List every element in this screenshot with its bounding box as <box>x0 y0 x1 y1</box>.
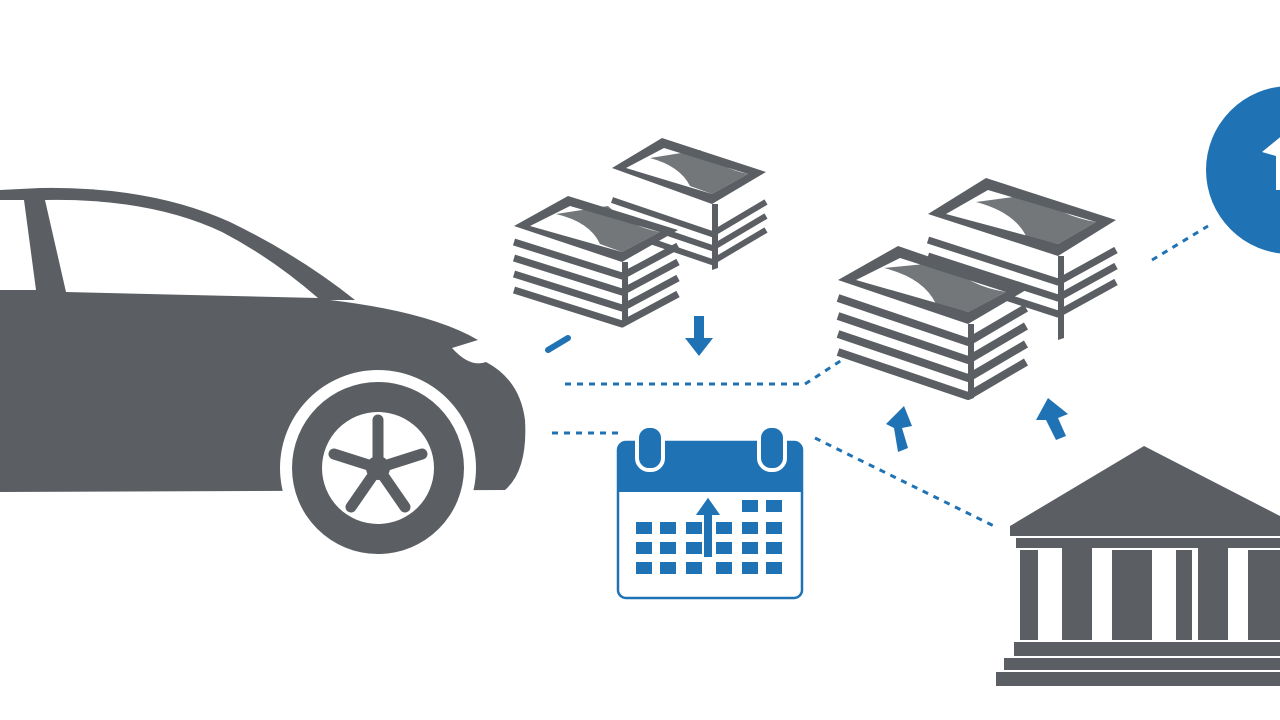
connector-to-badge <box>1151 224 1209 262</box>
connector-calendar-to-bank <box>814 436 999 530</box>
calendar-ring-right <box>757 424 787 472</box>
dash-mark-left <box>545 335 571 353</box>
bank-step <box>996 672 1280 686</box>
calendar-grid <box>636 500 782 574</box>
dotted-connectors <box>552 224 1209 530</box>
money-stack-icon <box>836 178 1118 400</box>
bank-column <box>1248 550 1280 640</box>
bank-roof <box>1010 446 1280 536</box>
blue-circle-badge <box>1206 86 1280 254</box>
car-rim-spokes <box>328 414 428 513</box>
bank-column <box>1062 548 1092 640</box>
arrow-up-left <box>886 406 912 452</box>
calendar-icon <box>616 424 804 600</box>
bank-step <box>1014 642 1280 656</box>
car-icon <box>0 187 526 566</box>
money-stack-icon <box>512 138 768 328</box>
bank-column <box>1112 550 1152 640</box>
arrow-icon <box>685 316 1068 452</box>
car-front-window <box>45 199 318 298</box>
bank-column <box>1020 550 1038 640</box>
bank-beam <box>1016 538 1280 548</box>
arrow-down <box>685 316 713 356</box>
calendar-up-arrow <box>692 494 724 559</box>
calendar-ring-left <box>635 424 665 472</box>
connector-money-rise <box>804 358 843 386</box>
money-stack-back-right <box>926 178 1118 340</box>
arrow-up-right <box>1036 398 1068 440</box>
bank-icon <box>996 446 1280 686</box>
bank-column <box>1176 550 1192 640</box>
money-stack-back-left <box>611 138 768 270</box>
car-rear-window <box>0 200 36 290</box>
money-stack-front-right <box>836 246 1029 400</box>
bank-column <box>1198 548 1228 640</box>
money-stack-front-left <box>512 196 680 328</box>
bank-step <box>1004 658 1280 670</box>
